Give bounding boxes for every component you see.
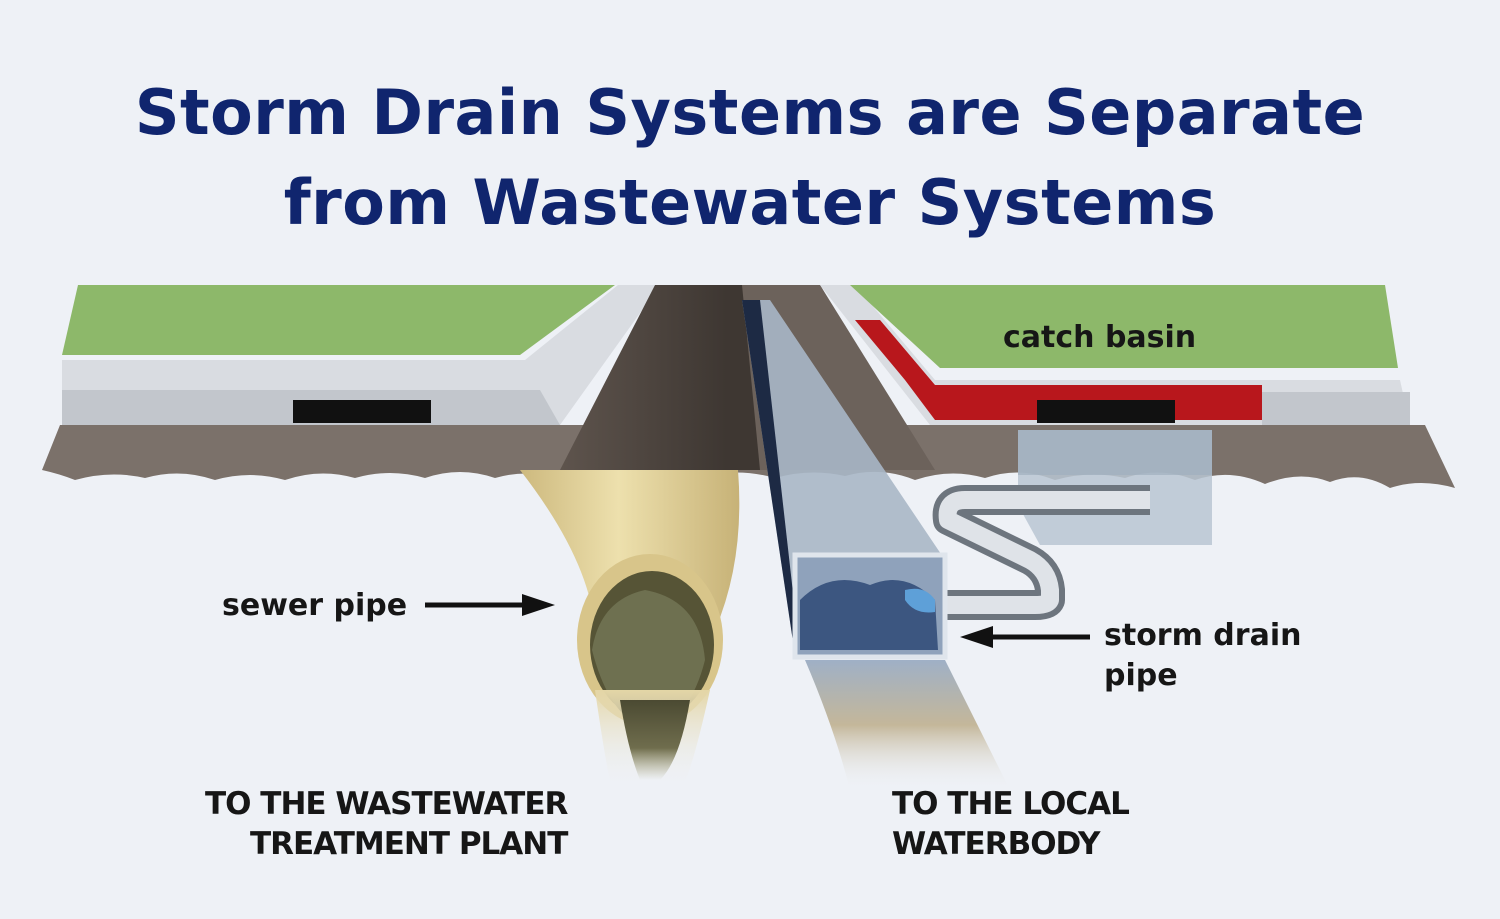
catch-basin-curb: [855, 320, 1262, 420]
sewer-pipe-label: sewer pipe: [222, 588, 408, 623]
storm-drain-pipe-label-line-1: storm drain: [1104, 618, 1302, 653]
right-grass: [850, 285, 1398, 368]
waterbody-destination-label: TO THE LOCAL WATERBODY: [892, 784, 1130, 864]
catch-basin-box-top: [1018, 430, 1212, 475]
wastewater-destination-line-1: TO THE WASTEWATER: [205, 786, 568, 822]
title-line-2: from Wastewater Systems: [283, 166, 1217, 239]
catch-basin-grate: [1037, 400, 1175, 423]
wastewater-destination-label: TO THE WASTEWATER TREATMENT PLANT: [205, 784, 568, 864]
left-street-grate: [293, 400, 431, 423]
catch-basin-label: catch basin: [1003, 320, 1197, 355]
waterbody-destination-line-2: WATERBODY: [892, 826, 1100, 862]
sewer-pipe-arrow: [425, 594, 555, 616]
storm-drain-pipe-label-line-2: pipe: [1104, 658, 1178, 693]
title-line-1: Storm Drain Systems are Separate: [134, 76, 1366, 149]
storm-drain-pipe-arrow: [960, 626, 1090, 648]
storm-outflow: [805, 660, 1010, 790]
left-grass: [62, 285, 615, 355]
right-sidewalk-edge: [1262, 392, 1410, 425]
waterbody-destination-line-1: TO THE LOCAL: [892, 786, 1130, 822]
wastewater-destination-line-2: TREATMENT PLANT: [249, 826, 568, 862]
diagram-title: Storm Drain Systems are Separate from Wa…: [0, 68, 1500, 248]
storm-drain-pipe-label: storm drain pipe: [1104, 616, 1301, 696]
